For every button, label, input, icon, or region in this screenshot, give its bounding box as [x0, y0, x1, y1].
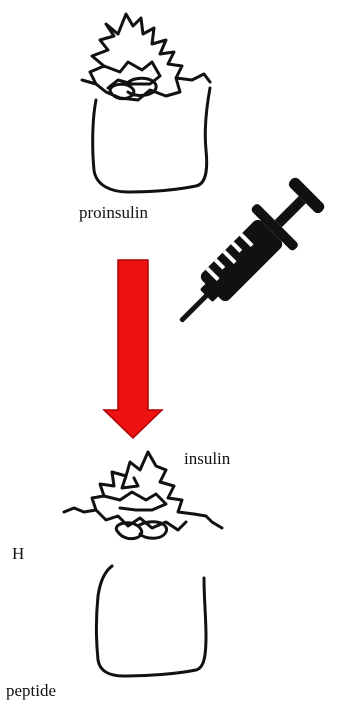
proinsulin-loop: [93, 88, 210, 192]
arrow-down-icon: [104, 260, 162, 438]
peptide-label: peptide: [6, 682, 56, 699]
peptide-molecule: [97, 566, 207, 676]
syringe-icon: [159, 170, 332, 343]
proinsulin-knot: [82, 14, 210, 100]
h-label: H: [12, 545, 24, 562]
peptide-loop: [97, 566, 207, 676]
proinsulin-label: proinsulin: [79, 204, 148, 221]
insulin-label: insulin: [184, 450, 230, 467]
proinsulin-molecule: [82, 14, 210, 192]
